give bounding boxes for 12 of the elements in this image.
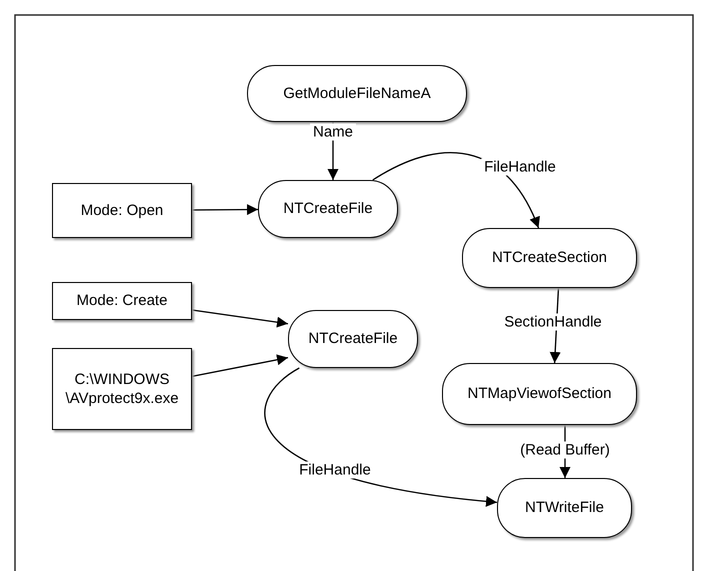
arrow [192, 354, 288, 377]
arrow [192, 309, 288, 328]
function-node: NTCreateFile [258, 180, 398, 238]
input-box: Mode: Create [52, 282, 192, 320]
arrow [192, 204, 258, 216]
function-node: NTMapViewofSection [442, 363, 637, 425]
function-node: NTWriteFile [497, 478, 632, 538]
input-box: Mode: Open [52, 183, 192, 238]
input-box: C:\WINDOWS \AVprotect9x.exe [52, 348, 192, 430]
function-node: NTCreateSection [462, 228, 637, 288]
function-node: NTCreateFile [288, 310, 418, 368]
function-node: GetModuleFileNameA [247, 65, 467, 122]
